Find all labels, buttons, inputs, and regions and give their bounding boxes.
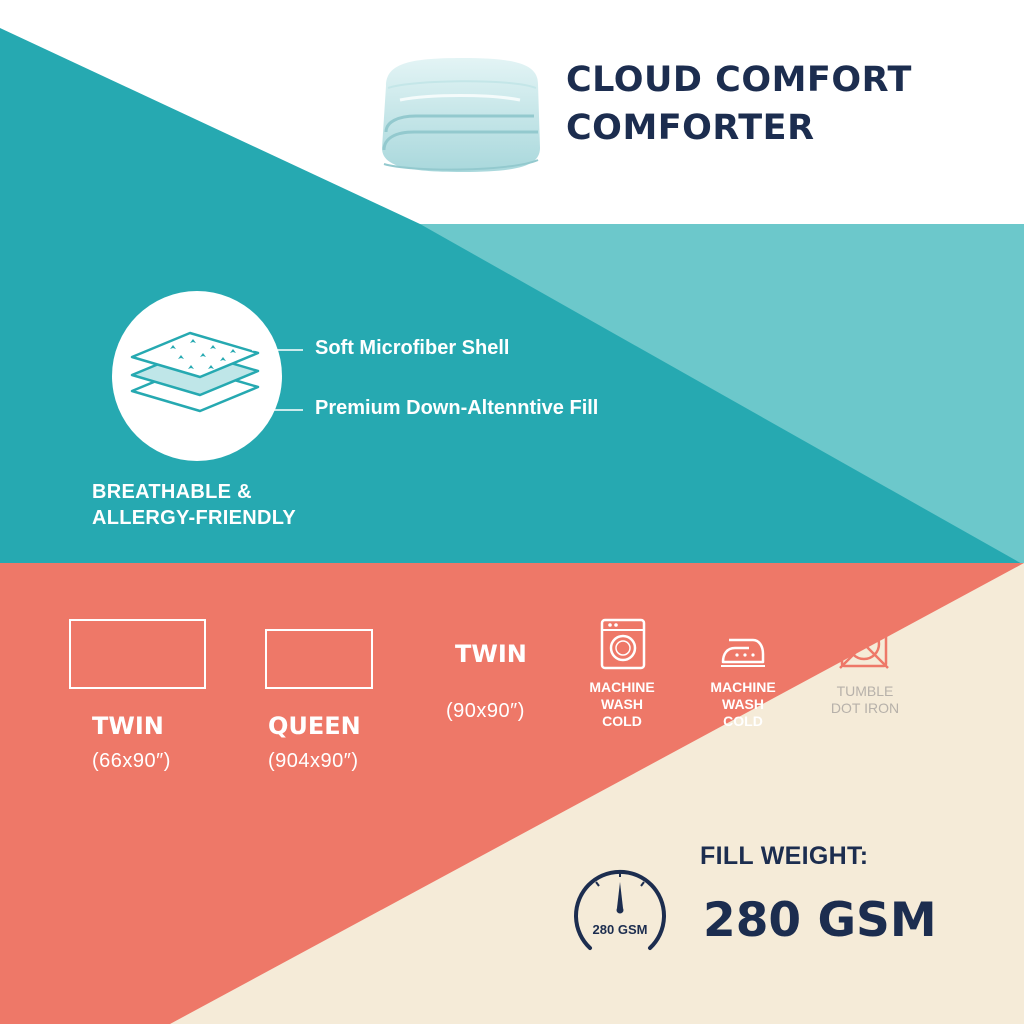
gauge-text: 280 GSM <box>593 922 648 937</box>
size-dimensions-twin: (66x90″) <box>92 750 171 772</box>
product-title-line2: COMFORTER <box>566 108 815 148</box>
layer-label-fill: Premium Down-Altenntive Fill <box>315 397 599 419</box>
care-label-wash: MACHINE WASH COLD <box>562 679 682 730</box>
folded-comforter-image <box>382 58 540 172</box>
care-iron-line3: COLD <box>723 713 763 729</box>
size-outline-queen <box>265 629 373 689</box>
fill-weight-value: 280 GSM <box>703 893 937 948</box>
washing-machine-icon <box>600 618 646 670</box>
material-tagline: BREATHABLE & ALLERGY-FRIENDLY <box>92 479 296 531</box>
care-tumble-line2: DOT IRON <box>830 700 900 716</box>
size-dimensions-twin-alt: (90x90″) <box>446 700 525 722</box>
do-not-tumble-dry-icon <box>839 619 889 669</box>
size-dimensions-queen: (904x90″) <box>268 750 359 772</box>
product-title-line1: CLOUD COMFORT <box>566 60 912 100</box>
weight-gauge-icon: 280 GSM <box>574 869 666 950</box>
care-tumble-line1: TUMBLE <box>836 683 894 699</box>
product-title: CLOUD COMFORT COMFORTER <box>566 56 912 152</box>
care-iron-line2: WASH <box>722 696 764 712</box>
size-name-twin: TWIN <box>92 712 164 740</box>
care-wash-line3: COLD <box>602 713 642 729</box>
size-outline-twin <box>69 619 206 689</box>
care-label-iron: MACHINE WASH COLD <box>683 679 803 730</box>
size-name-twin-alt: TWIN <box>455 640 527 668</box>
tagline-line1: BREATHABLE & <box>92 481 252 503</box>
care-iron-line1: MACHINE <box>710 679 776 695</box>
care-wash-line1: MACHINE <box>589 679 655 695</box>
fill-weight-label: FILL WEIGHT: <box>700 842 869 870</box>
fabric-layers-icon <box>112 291 282 461</box>
iron-icon <box>721 638 765 667</box>
size-name-queen: QUEEN <box>268 712 361 740</box>
care-label-tumble: TUMBLE DOT IRON <box>805 683 925 717</box>
layer-label-shell: Soft Microfiber Shell <box>315 337 510 359</box>
cream-panel <box>170 563 1024 1024</box>
tagline-line2: ALLERGY-FRIENDLY <box>92 507 297 529</box>
care-wash-line2: WASH <box>601 696 643 712</box>
